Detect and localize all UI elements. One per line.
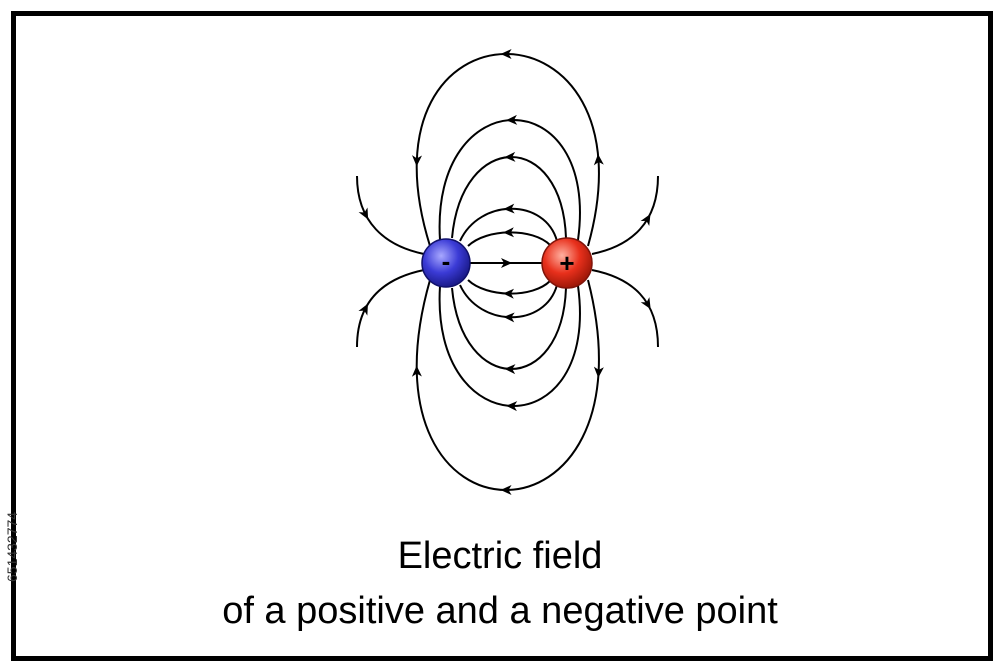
field-line-upper-5-arrow-1 (593, 153, 604, 166)
field-line-lower-1-arrow-1 (502, 288, 515, 299)
negative-charge-symbol: - (442, 246, 451, 276)
field-line-upper-1-arrow-1 (502, 227, 515, 238)
field-line-lower-5-arrow-2 (500, 484, 512, 495)
field-line-lower-5-arrow-3 (411, 365, 422, 377)
positive-charge-sphere (541, 237, 593, 289)
field-line-upper-2 (459, 207, 558, 242)
field-line-lower-4-arrow-1 (506, 401, 518, 412)
field-line-open-neg-lower-arrow-1 (358, 303, 368, 316)
field-line-lower-5 (415, 279, 600, 491)
field-line-open-pos-upper-arrow-1 (640, 213, 651, 227)
field-line-upper-4 (438, 119, 581, 241)
positive-charge-symbol: + (559, 248, 574, 278)
field-line-upper-4-arrow-1 (506, 114, 518, 125)
field-line-center-arrow-1 (501, 258, 512, 268)
field-line-upper-5 (415, 53, 600, 247)
field-line-open-neg-upper (356, 175, 425, 255)
stock-image-id: 651432774 (4, 511, 20, 583)
field-line-open-neg-upper-arrow-1 (358, 207, 369, 220)
negative-charge: - (421, 238, 471, 288)
positive-charge: + (541, 237, 593, 289)
field-line-lower-5-arrow-1 (593, 366, 604, 378)
field-line-upper-3-arrow-1 (504, 151, 516, 162)
field-line-lower-2-arrow-1 (503, 312, 515, 323)
field-line-upper-2-arrow-1 (503, 203, 515, 214)
field-line-lower-2 (459, 284, 558, 319)
field-line-lower-3-arrow-1 (504, 364, 516, 375)
caption-subtitle: of a positive and a negative point (222, 590, 778, 632)
caption-title: Electric field (397, 535, 603, 577)
field-line-lower-4 (438, 285, 581, 407)
field-line-open-pos-lower (591, 269, 659, 348)
field-line-open-neg-lower (356, 269, 425, 348)
negative-charge-sphere (421, 238, 471, 288)
field-arrows (358, 49, 651, 495)
field-lines (356, 53, 659, 491)
field-line-upper-5-arrow-2 (500, 49, 512, 60)
field-line-open-pos-upper (591, 175, 659, 255)
field-line-upper-5-arrow-3 (412, 155, 422, 167)
field-line-open-pos-lower-arrow-1 (640, 297, 651, 310)
diagram-frame (11, 11, 993, 661)
